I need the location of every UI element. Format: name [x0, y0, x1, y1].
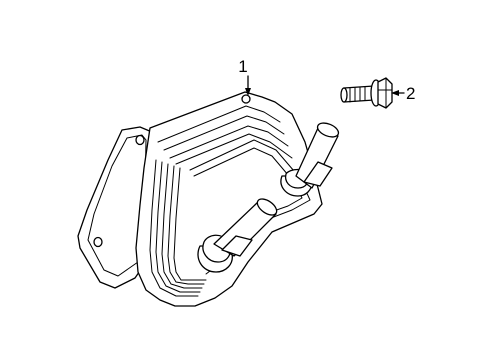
- callout-1-label: 1: [238, 57, 247, 76]
- body-stud-hole: [241, 94, 251, 104]
- callout-2: 2: [391, 84, 415, 103]
- cooler-body: [135, 91, 323, 307]
- callout-2-label: 2: [406, 84, 415, 103]
- oil-cooler-part: [77, 91, 340, 307]
- callout-1: 1: [238, 57, 251, 96]
- bolt-shank: [343, 85, 375, 103]
- callout-2-arrowhead: [391, 90, 399, 96]
- upper-pipe-fitting: [280, 122, 340, 197]
- bolt-part: [340, 77, 393, 109]
- flange-bolt-hole: [93, 236, 103, 248]
- callout-1-arrowhead: [245, 88, 251, 96]
- flange-bolt-hole: [135, 134, 145, 146]
- bolt-hex-head: [377, 77, 393, 109]
- lower-pipe-fitting: [197, 198, 278, 273]
